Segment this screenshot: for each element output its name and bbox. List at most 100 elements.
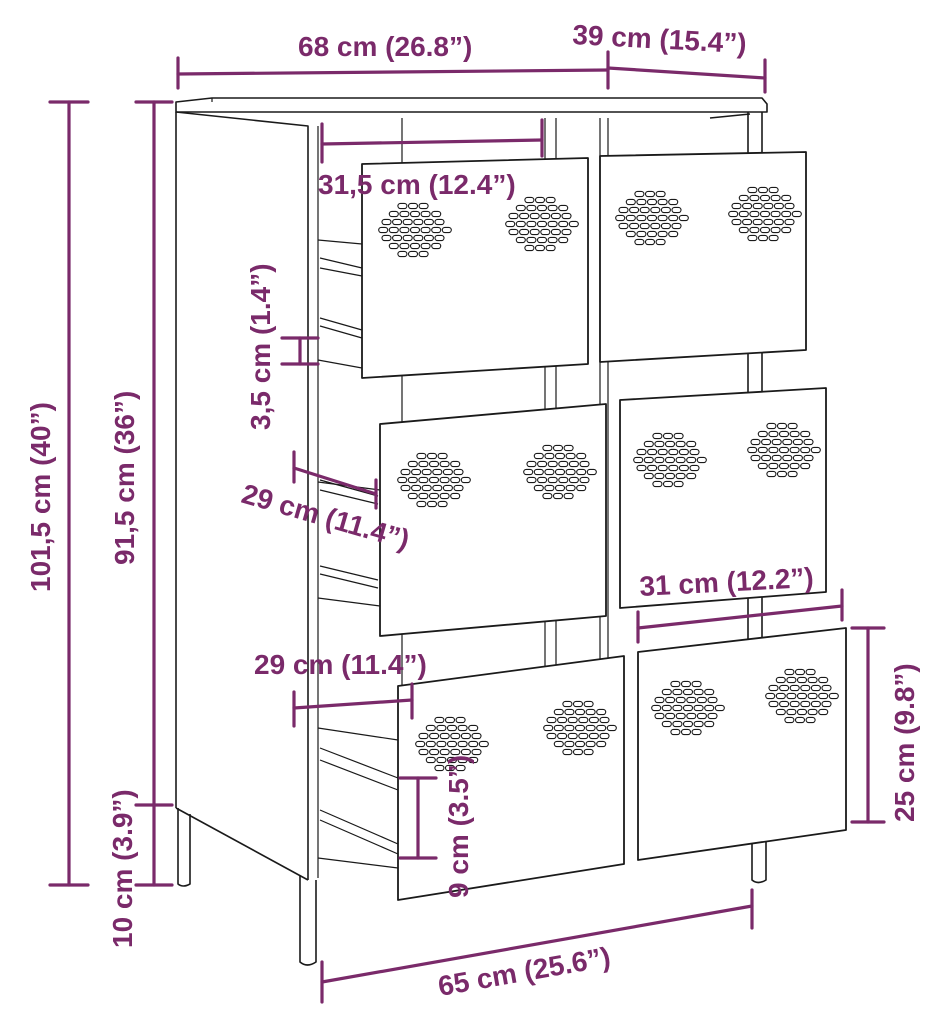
vent-slot <box>770 226 781 234</box>
vent-slot <box>776 422 788 430</box>
vent-slot <box>787 422 798 430</box>
vent-slot <box>781 194 792 202</box>
vent-slot <box>675 472 686 480</box>
label-drawer-gap: 3,5 cm (1.4”) <box>245 263 276 430</box>
vent-slot <box>731 218 742 226</box>
vent-slot <box>803 438 814 446</box>
vent-slot <box>807 676 818 684</box>
vent-slot <box>742 202 753 210</box>
vent-slot <box>561 228 572 236</box>
vent-slot <box>757 462 768 470</box>
vent-slot <box>413 218 424 226</box>
vent-slot <box>418 748 429 756</box>
vent-slot <box>425 724 436 732</box>
vent-slot <box>542 492 553 500</box>
vent-slot <box>784 202 795 210</box>
vent-slot <box>533 484 544 492</box>
vent-slot <box>689 448 700 456</box>
vent-slot <box>704 704 715 712</box>
vent-slot <box>565 452 576 460</box>
vent-slot <box>388 242 399 250</box>
vent-slot <box>651 704 662 712</box>
vent-slot <box>409 242 421 250</box>
vent-slot <box>432 484 443 492</box>
vent-slot <box>781 210 792 218</box>
vent-slot <box>515 204 526 212</box>
vent-slot <box>439 748 450 756</box>
vent-slot <box>784 668 795 676</box>
vent-slot <box>536 220 548 228</box>
vent-slot <box>444 764 456 772</box>
vent-slot <box>672 688 683 696</box>
vent-slot <box>519 228 530 236</box>
vent-slot <box>431 210 442 218</box>
vent-slot <box>423 234 434 242</box>
vent-cluster <box>415 716 489 772</box>
vent-slot <box>691 680 702 688</box>
vent-slot <box>588 732 599 740</box>
vent-slot <box>661 704 672 712</box>
vent-slot <box>416 500 427 508</box>
vent-slot <box>400 484 411 492</box>
vent-slot <box>407 476 418 484</box>
vent-slot <box>399 242 410 250</box>
vent-slot <box>515 236 526 244</box>
vent-slot <box>388 210 399 218</box>
vent-slot <box>407 250 419 258</box>
vent-slot <box>540 212 551 220</box>
vent-slot <box>747 186 758 194</box>
vent-slot <box>636 448 647 456</box>
vent-slot <box>563 492 574 500</box>
vent-slot <box>757 186 769 194</box>
vent-slot <box>618 206 629 214</box>
vent-slot <box>796 708 808 716</box>
vent-slot <box>643 440 654 448</box>
vent-slot <box>664 440 676 448</box>
vent-slot <box>818 708 829 716</box>
vent-slot <box>550 212 561 220</box>
vent-slot <box>439 460 450 468</box>
vent-slot <box>409 210 421 218</box>
vent-slot <box>782 454 793 462</box>
vent-slot <box>536 204 548 212</box>
vent-slot <box>436 740 447 748</box>
vent-slot <box>421 468 432 476</box>
vent-slot <box>747 234 758 242</box>
vent-slot <box>678 214 689 222</box>
vent-slot <box>757 234 769 242</box>
vent-slot <box>434 764 445 772</box>
vent-slot <box>691 728 702 736</box>
vent-slot <box>763 202 774 210</box>
vent-slot <box>554 468 566 476</box>
vent-slot <box>524 196 535 204</box>
vent-slot <box>418 732 429 740</box>
vent-slot <box>519 212 530 220</box>
vent-slot <box>629 206 640 214</box>
vent-slot <box>644 238 656 246</box>
vent-slot <box>529 212 540 220</box>
vent-slot <box>668 214 679 222</box>
vent-slot <box>558 460 569 468</box>
vent-slot <box>392 218 403 226</box>
vent-slot <box>588 716 599 724</box>
vent-slot <box>759 210 771 218</box>
vent-slot <box>646 198 658 206</box>
vent-cluster <box>378 202 452 258</box>
vent-slot <box>471 748 482 756</box>
vent-slot <box>704 688 715 696</box>
vent-slot <box>770 194 781 202</box>
vent-slot <box>768 186 779 194</box>
vent-slot <box>545 196 556 204</box>
vent-slot <box>634 190 645 198</box>
vent-slot <box>554 484 566 492</box>
vent-slot <box>457 724 468 732</box>
vent-slot <box>546 732 557 740</box>
vent-slot <box>426 452 438 460</box>
vent-slot <box>800 462 811 470</box>
vent-slot <box>773 202 784 210</box>
vent-slot <box>778 462 790 470</box>
vent-slot <box>794 668 806 676</box>
vent-slot <box>552 492 564 500</box>
vent-slot <box>647 448 658 456</box>
vent-slot <box>524 244 535 252</box>
